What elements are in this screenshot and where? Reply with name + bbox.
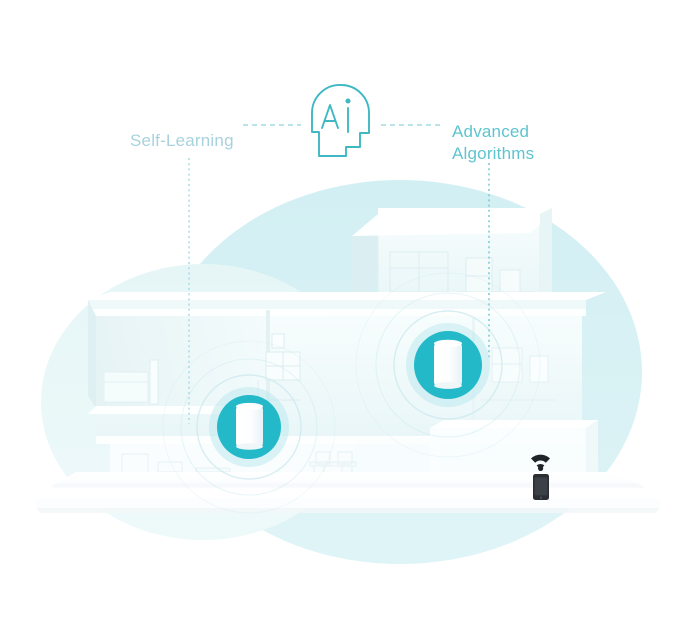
right-room-furniture — [480, 347, 556, 401]
mesh-unit-upper-device-top — [434, 339, 462, 348]
mesh-unit-upper-device-base — [434, 382, 462, 389]
mid-floor-slab — [96, 436, 586, 444]
ripple-upper-1 — [393, 310, 503, 420]
wifi-icon — [531, 454, 550, 471]
ripple-lower-3 — [162, 340, 336, 514]
right-annex — [430, 428, 586, 486]
mesh-unit-lower-device — [236, 406, 263, 447]
base-platform-shadow — [36, 508, 660, 513]
ripple-upper-3 — [355, 272, 541, 458]
base-platform-top — [52, 472, 644, 486]
mesh-unit-upper-device — [434, 343, 462, 386]
ai-letter-i-dot — [345, 98, 351, 104]
main-roof-top — [88, 292, 606, 300]
left-room-furniture — [103, 359, 159, 405]
upper-room-roof-edge — [378, 208, 552, 215]
right-annex-top — [430, 420, 598, 428]
left-room-side — [88, 300, 96, 408]
mesh-unit-lower-device-top — [236, 402, 263, 411]
ripple-upper-2 — [375, 292, 521, 438]
mid-room-furniture — [257, 333, 301, 401]
upper-room-right-wall — [540, 208, 552, 298]
phone-screen — [534, 477, 548, 496]
right-annex-side — [586, 420, 598, 486]
main-roof-front — [88, 309, 586, 316]
main-roof-band — [88, 300, 586, 309]
ripple-lower-2 — [180, 358, 318, 496]
label-advanced-algorithms: Advanced Algorithms — [452, 122, 535, 163]
label-self-learning: Self-Learning — [130, 131, 234, 150]
base-platform-edge — [36, 498, 660, 508]
ai-letter-a — [321, 104, 339, 129]
phone-home-button — [539, 496, 543, 499]
ai-head-outline — [311, 84, 370, 157]
base-platform-front — [36, 486, 660, 498]
mesh-unit-lower-device-base — [236, 443, 263, 450]
upper-room-roof — [352, 214, 552, 236]
ripple-lower-1 — [196, 374, 302, 480]
